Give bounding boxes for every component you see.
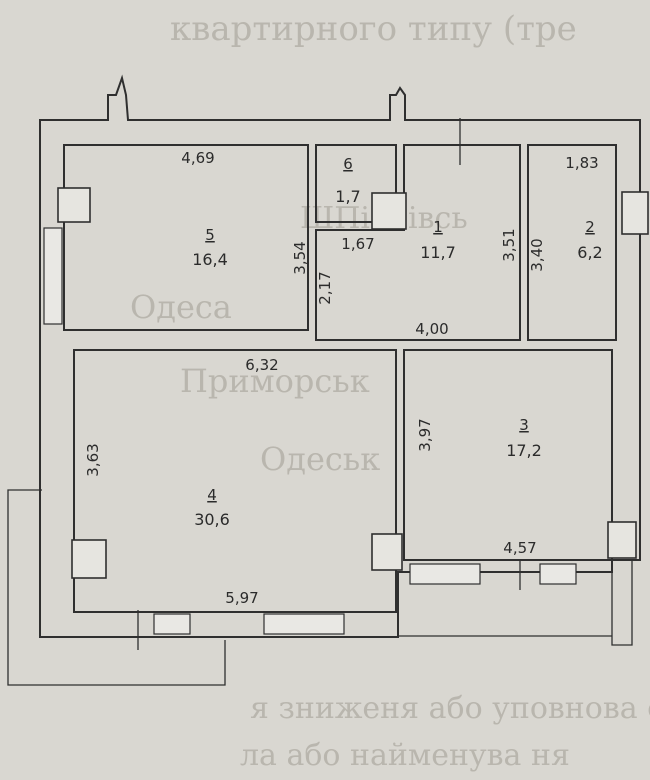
bg-text-bottom-1: я зниженя або уповнова ена [250,691,650,726]
room-4-wall [73,349,397,613]
window-room-3-a [409,563,481,585]
dim-room-4-height: 3,63 [84,443,102,476]
shaft-room-5 [57,187,91,223]
room-4-area: 30,6 [194,510,230,529]
dim-room-3-height: 3,97 [416,418,434,451]
room-5-wall [63,144,309,331]
shaft-corner [607,521,637,559]
dim-room-2-width: 1,83 [565,154,598,172]
room-2-number: 2 [585,218,595,236]
dim-room-1-width: 4,00 [415,320,448,338]
dim-room-1-height: 3,51 [500,228,518,261]
dim-room-3-width: 4,57 [503,539,536,557]
shaft-room-2 [621,191,649,235]
room-6-area: 1,7 [335,187,360,206]
window-room-3-b [539,563,577,585]
window-room-5 [43,227,63,325]
room-5-area: 16,4 [192,250,228,269]
shaft-room-3 [371,533,403,571]
room-1-wall [315,144,521,341]
background-text: квартирного типу (тре ШПіонівсь Одеса Пр… [130,9,650,773]
dim-corridor-width: 1,67 [341,235,374,253]
dim-room-2-height: 3,40 [528,238,546,271]
loggia-edge [611,560,633,646]
room-3-area: 17,2 [506,441,542,460]
window-room-4-b [263,613,345,635]
balcony-outline [7,489,226,686]
room-4-number: 4 [207,486,217,504]
room-2-area: 6,2 [577,243,602,262]
bg-text-right-2: Одеса [130,288,232,326]
dim-room-4-top-width: 6,32 [245,356,278,374]
shaft-room-4 [71,539,107,579]
room-6-number: 6 [343,155,353,173]
bg-text-bottom-2: ла або найменува ня [240,738,570,773]
window-room-4-a [153,613,191,635]
dim-room-4-bottom-width: 5,97 [225,589,258,607]
room-3-number: 3 [519,416,529,434]
bg-text-right-4: Одеськ [260,440,380,478]
room-3-wall [403,349,613,561]
bg-text-right-3: Приморськ [180,362,370,400]
room-1-number: 1 [433,218,443,236]
outer-wall [39,74,641,638]
room-2-wall [527,144,617,341]
shaft-room-6 [371,192,407,230]
room-5-number: 5 [205,226,215,244]
dim-corridor-height: 2,17 [316,271,334,304]
dim-room-5-height: 3,54 [291,241,309,274]
room-1-area: 11,7 [420,243,456,262]
dim-room-5-width: 4,69 [181,149,214,167]
bg-text-top: квартирного типу (тре [170,9,577,49]
